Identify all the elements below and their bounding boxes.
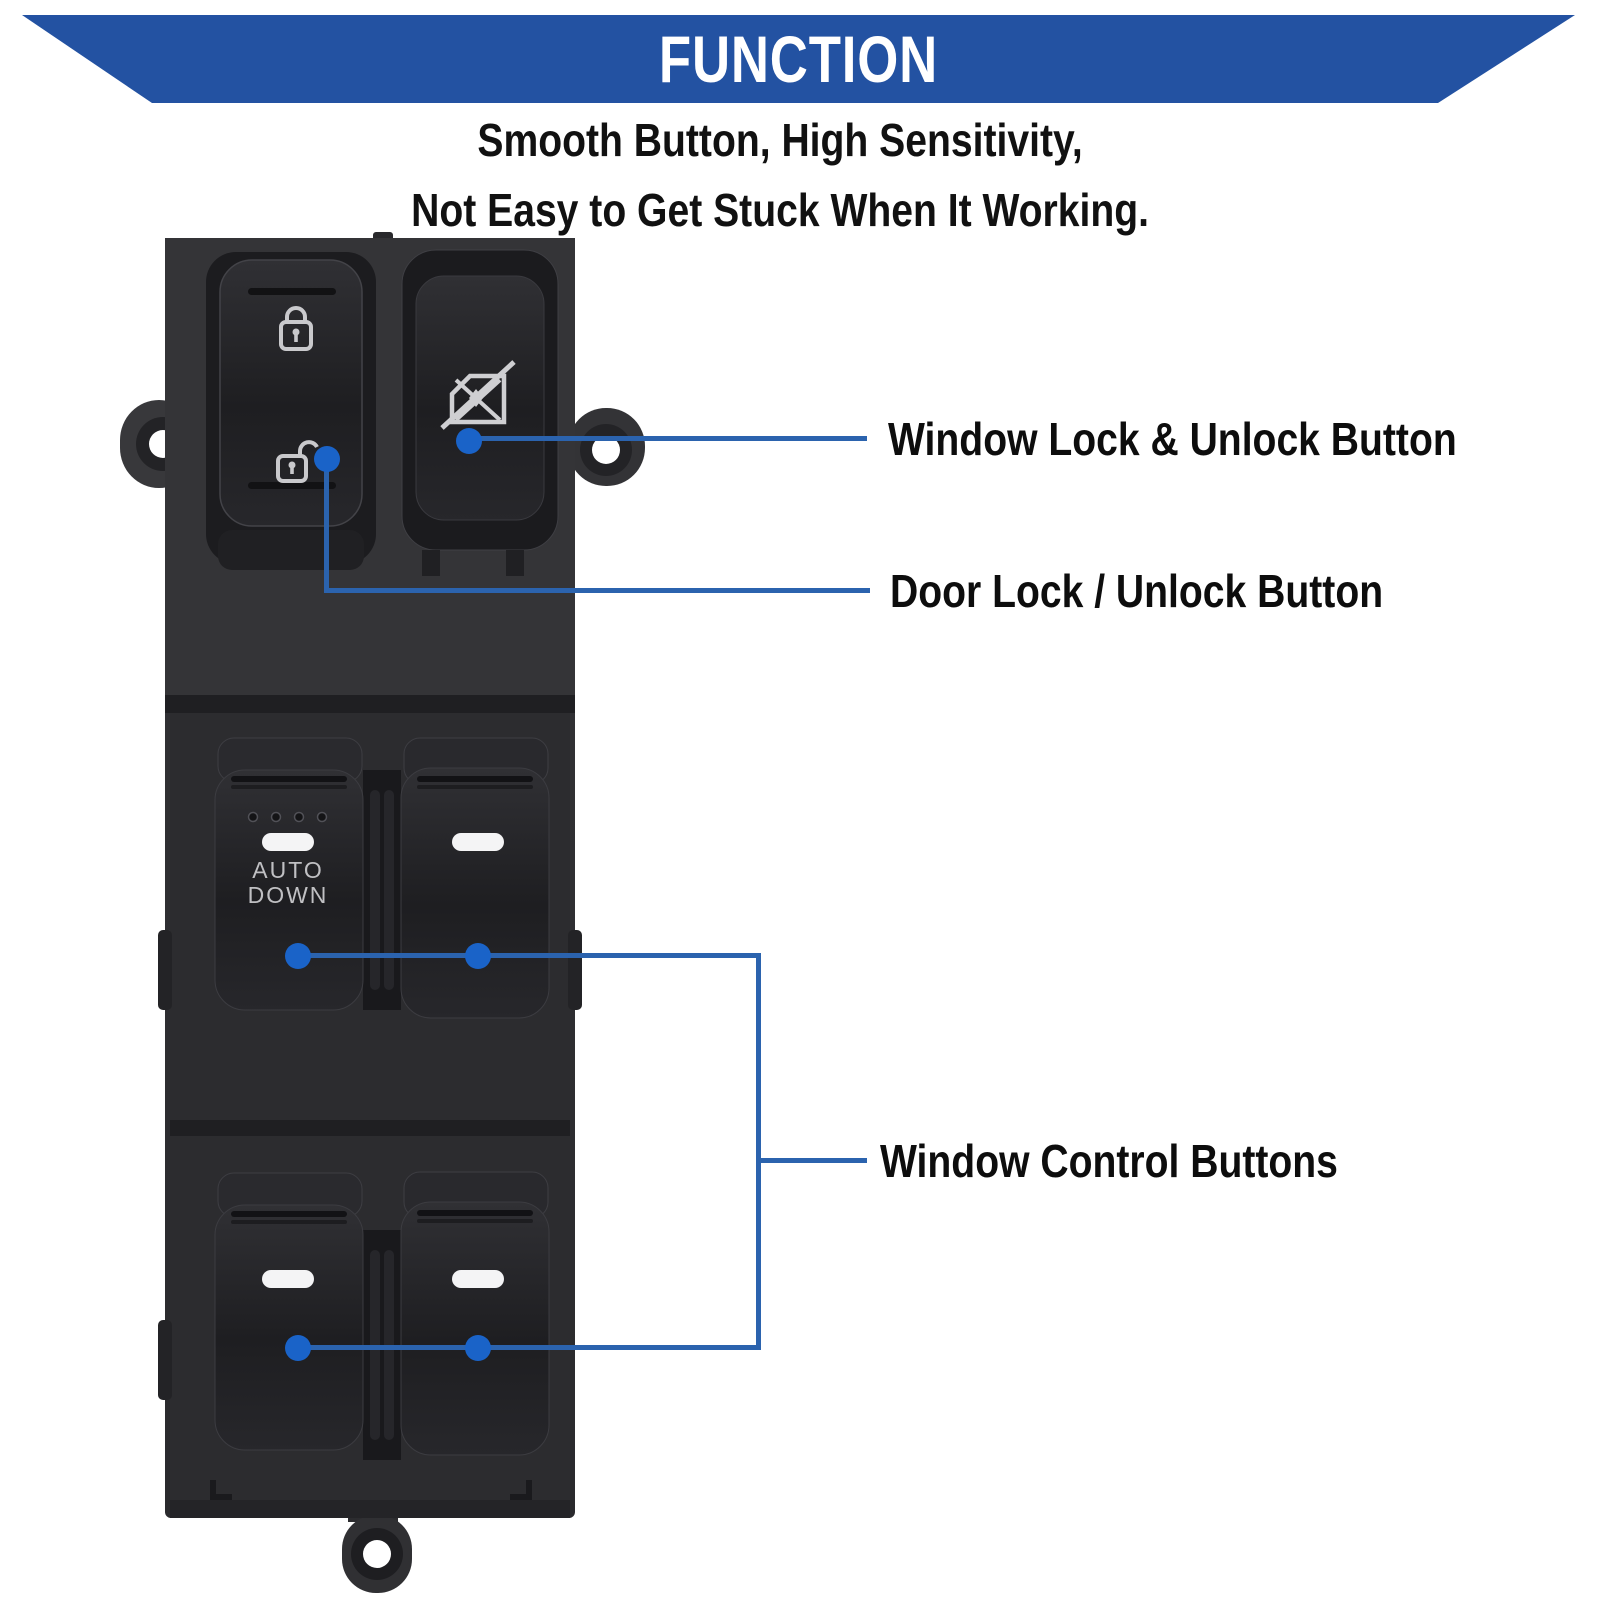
callout-line-window-control-connector [759, 1158, 867, 1163]
window-switch-auto-down: AUTO DOWN [214, 737, 364, 1011]
callout-dot-door-lock [314, 446, 340, 472]
indicator-bar [452, 833, 504, 851]
callout-dot-window-lock [456, 428, 482, 454]
subtitle-line-2: Not Easy to Get Stuck When It Working. [411, 184, 1149, 236]
indicator-bar [452, 1270, 504, 1288]
door-lock-button [206, 252, 376, 570]
callout-dot-window-front-passenger [465, 943, 491, 969]
callout-line-window-lock [469, 436, 867, 441]
label-window-lock-unlock-button: Window Lock & Unlock Button [888, 413, 1457, 465]
window-switch-front-passenger [400, 737, 550, 1019]
label-window-control-buttons: Window Control Buttons [880, 1135, 1338, 1187]
window-lock-button [401, 249, 559, 576]
master-window-switch-panel: AUTO DOWN [120, 232, 645, 1593]
auto-down-label-line1: AUTO [252, 857, 323, 883]
window-switch-rear-right [400, 1171, 550, 1456]
callout-dot-window-rear-left [285, 1335, 311, 1361]
lock-open-icon [276, 440, 319, 483]
callout-line-door-lock-horizontal [324, 588, 870, 593]
led-indicators [247, 811, 328, 823]
callout-line-window-control-bottom [298, 1345, 759, 1350]
indicator-bar [262, 1270, 314, 1288]
banner-title: FUNCTION [658, 22, 939, 96]
banner: FUNCTION [22, 15, 1575, 103]
window-lock-icon [440, 360, 516, 430]
label-door-lock-unlock-button: Door Lock / Unlock Button [890, 565, 1384, 617]
subtitle-line-1: Smooth Button, High Sensitivity, [477, 114, 1083, 166]
callout-dot-window-auto-down [285, 943, 311, 969]
lock-closed-icon [279, 306, 313, 351]
auto-down-label-line2: DOWN [248, 882, 329, 908]
callout-line-window-control-top [298, 953, 759, 958]
hinge-columns [363, 770, 401, 1460]
indicator-bar [262, 833, 314, 851]
callout-line-door-lock-vertical [324, 459, 329, 593]
callout-dot-window-rear-right [465, 1335, 491, 1361]
callout-line-window-control-vertical [756, 953, 761, 1350]
mounting-ear-right [568, 408, 645, 486]
window-switch-rear-left [214, 1172, 364, 1451]
